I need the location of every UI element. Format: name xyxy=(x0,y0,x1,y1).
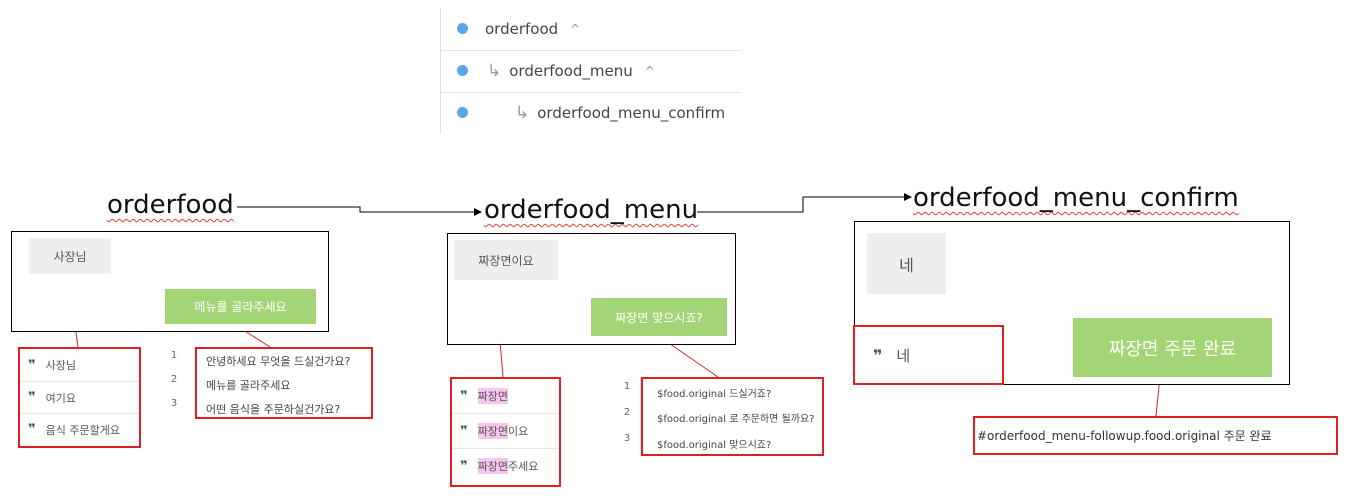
entity-highlight: 짜장면 xyxy=(477,423,509,439)
training-phrase-row[interactable]: ❞짜장면 주세요 xyxy=(460,458,539,474)
responses-box: $food.original 드실거죠? $food.original 로 주문… xyxy=(641,377,824,456)
response-text[interactable]: 어떤 음식을 주문하실건가요? xyxy=(206,403,341,416)
context-tree-item-orderfood[interactable]: orderfood ^ xyxy=(441,8,741,51)
response-text[interactable]: #orderfood_menu-followup.food.original 주… xyxy=(977,429,1272,443)
response-text[interactable]: $food.original 로 주문하면 될까요? xyxy=(657,414,815,425)
context-label: orderfood xyxy=(485,20,559,38)
response-text[interactable]: 메뉴를 골라주세요 xyxy=(206,379,291,392)
context-label: orderfood_menu_confirm xyxy=(537,104,726,122)
context-tree-item-orderfood-menu[interactable]: ↳ orderfood_menu ^ xyxy=(441,50,741,93)
intent-title: orderfood_menu_confirm xyxy=(913,183,1239,213)
bot-bubble: 메뉴를 골라주세요 xyxy=(165,289,316,324)
intent-title: orderfood xyxy=(107,190,234,220)
user-bubble: 짜장면이요 xyxy=(454,240,558,280)
entity-highlight: 짜장면 xyxy=(477,458,509,474)
training-phrases-box: ❞사장님 ❞여기요 ❞음식 주문할게요 xyxy=(18,347,141,448)
training-phrase-row[interactable]: ❞사장님 xyxy=(28,357,77,373)
chat-preview-frame: 네 짜장면 주문 완료 xyxy=(854,221,1290,385)
context-tree-item-orderfood-menu-confirm[interactable]: ↳ orderfood_menu_confirm xyxy=(441,92,741,134)
response-text[interactable]: $food.original 드실거죠? xyxy=(657,389,772,400)
return-arrow-icon: ↳ xyxy=(515,103,530,123)
response-number-column: 1 2 3 xyxy=(613,377,641,453)
response-text[interactable]: 안녕하세요 무엇을 드실건가요? xyxy=(206,355,351,368)
quote-icon: ❞ xyxy=(28,357,36,373)
flow-arrow xyxy=(237,206,482,216)
training-phrase-row[interactable]: ❞여기요 xyxy=(28,390,77,405)
quote-icon: ❞ xyxy=(28,390,36,405)
responses-box: 안녕하세요 무엇을 드실건가요? 메뉴를 골라주세요 어떤 음식을 주문하실건가… xyxy=(195,347,373,419)
bot-bubble: 짜장면 맞으시죠? xyxy=(591,298,727,336)
context-tree: orderfood ^ ↳ orderfood_menu ^ ↳ orderfo… xyxy=(440,8,741,134)
chat-preview-frame: 사장님 메뉴를 골라주세요 xyxy=(11,231,329,332)
status-dot-icon xyxy=(457,107,468,118)
user-bubble: 네 xyxy=(867,233,946,294)
intent-title: orderfood_menu xyxy=(484,195,699,225)
training-phrase-row[interactable]: ❞ 짜장면 xyxy=(452,379,559,413)
context-label: orderfood_menu xyxy=(509,62,633,80)
training-phrase-row[interactable]: ❞음식 주문할게요 xyxy=(28,422,120,437)
training-phrase-row[interactable]: ❞네 xyxy=(873,345,911,365)
entity-highlight: 짜장면 xyxy=(477,388,509,404)
status-dot-icon xyxy=(457,65,468,76)
response-number-column: 1 2 3 xyxy=(158,347,195,415)
flow-arrow xyxy=(697,193,912,213)
chevron-up-icon[interactable]: ^ xyxy=(570,22,581,36)
user-bubble: 사장님 xyxy=(29,238,111,274)
bot-bubble: 짜장면 주문 완료 xyxy=(1073,318,1272,377)
quote-icon: ❞ xyxy=(873,345,883,365)
quote-icon: ❞ xyxy=(28,422,36,437)
return-arrow-icon: ↳ xyxy=(487,61,502,81)
response-text[interactable]: $food.original 맞으시죠? xyxy=(657,440,772,451)
training-phrases-box: ❞네 xyxy=(853,325,1004,385)
chevron-up-icon[interactable]: ^ xyxy=(644,64,655,78)
quote-icon: ❞ xyxy=(460,458,468,474)
chat-preview-frame: 짜장면이요 짜장면 맞으시죠? xyxy=(447,233,736,345)
status-dot-icon xyxy=(457,23,468,34)
quote-icon: ❞ xyxy=(460,423,468,439)
responses-box: #orderfood_menu-followup.food.original 주… xyxy=(973,416,1338,455)
quote-icon: ❞ xyxy=(460,388,468,404)
